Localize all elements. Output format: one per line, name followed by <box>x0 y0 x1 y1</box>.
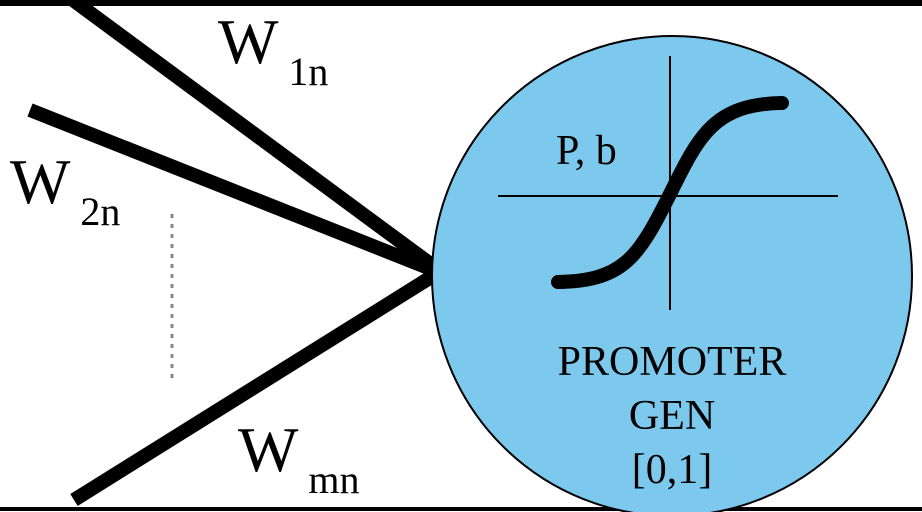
input-line-m <box>70 268 440 506</box>
neuron-circle <box>431 35 913 512</box>
top-border-line <box>0 0 922 6</box>
weight-w1n-sub: 1n <box>288 49 329 94</box>
neuron-caption: PROMOTER GEN [0,1] <box>452 336 892 497</box>
neuron-name-line1: PROMOTER <box>557 339 787 385</box>
bottom-border-line <box>0 507 922 511</box>
weight-w2n-sub: 2n <box>80 189 121 234</box>
weight-w1n-base: W <box>218 6 279 77</box>
weight-w2n-base: W <box>10 146 71 217</box>
input-line-2 <box>27 103 439 278</box>
weight-wmn-base: W <box>238 414 299 485</box>
neuron-output-range: [0,1] <box>631 446 713 493</box>
input-line-1 <box>61 0 441 274</box>
weight-wmn-sub: mn <box>308 457 360 502</box>
neuron-name-line2: GEN <box>628 392 716 439</box>
sigmoid-curve <box>551 96 789 289</box>
params-label: P, b <box>556 128 617 174</box>
